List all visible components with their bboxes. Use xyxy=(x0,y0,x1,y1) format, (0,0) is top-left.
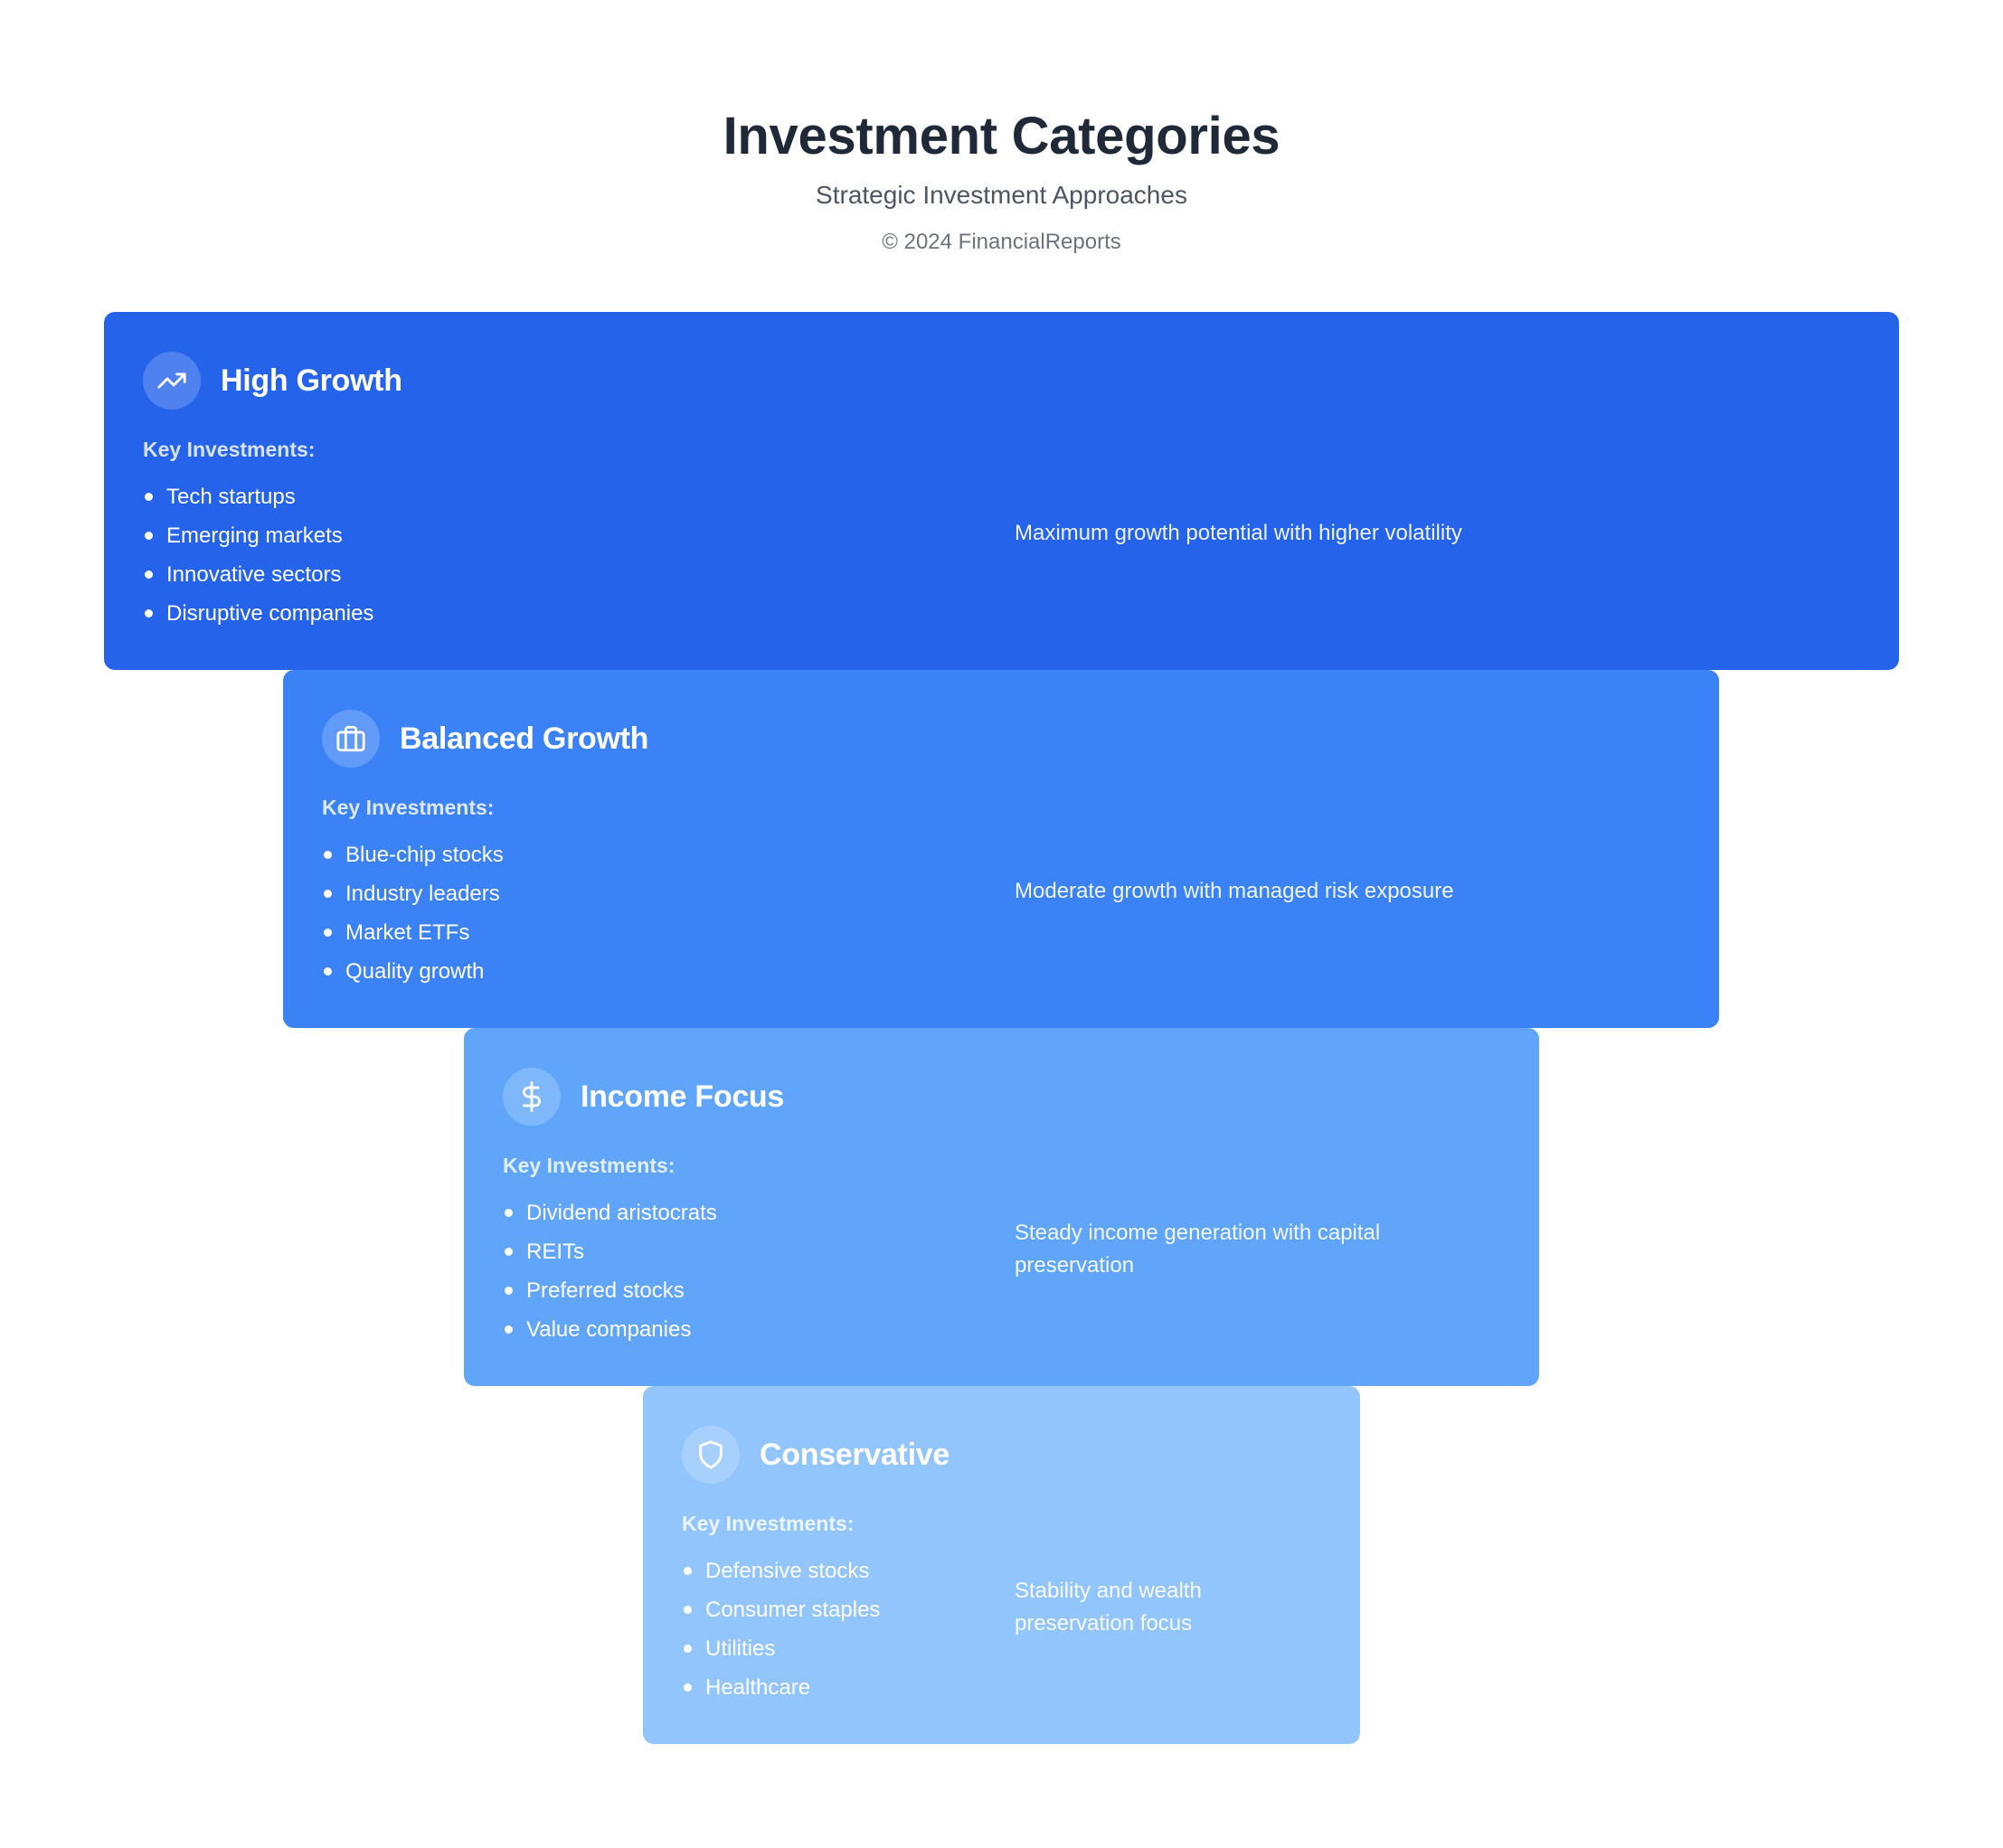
bullet-icon xyxy=(684,1567,692,1575)
briefcase-icon xyxy=(336,725,365,752)
list-item: Blue-chip stocks xyxy=(322,835,504,874)
bullet-icon xyxy=(145,609,153,618)
investments-list: Defensive stocks Consumer staples Utilit… xyxy=(682,1551,880,1707)
list-item: Dividend aristocrats xyxy=(503,1193,717,1232)
bullet-icon xyxy=(505,1325,513,1334)
bullet-icon xyxy=(145,570,153,579)
list-item: Defensive stocks xyxy=(682,1551,880,1590)
icon-badge xyxy=(682,1426,740,1484)
list-item: Innovative sectors xyxy=(143,555,373,594)
category-card-conservative: Conservative Key Investments: Defensive … xyxy=(643,1386,1360,1744)
list-item: Consumer staples xyxy=(682,1590,880,1629)
list-item: Value companies xyxy=(503,1310,717,1349)
list-item: Tech startups xyxy=(143,477,373,516)
key-investments-label: Key Investments: xyxy=(682,1512,855,1535)
list-item: Disruptive companies xyxy=(143,594,373,633)
bullet-icon xyxy=(145,532,153,540)
icon-badge xyxy=(322,710,380,768)
card-header: High Growth xyxy=(143,352,402,410)
list-item: REITs xyxy=(503,1232,717,1271)
bullet-icon xyxy=(324,890,332,898)
list-item: Industry leaders xyxy=(322,874,504,913)
category-card-high-growth: High Growth Key Investments: Tech startu… xyxy=(104,312,1899,670)
list-item: Market ETFs xyxy=(322,913,504,952)
bullet-icon xyxy=(324,967,332,976)
page-title: Investment Categories xyxy=(723,107,1280,165)
list-item: Healthcare xyxy=(682,1668,880,1707)
bullet-icon xyxy=(145,493,153,501)
category-card-income-focus: Income Focus Key Investments: Dividend a… xyxy=(464,1028,1539,1386)
card-header: Conservative xyxy=(682,1426,950,1484)
trending-up-icon xyxy=(157,372,186,389)
bullet-icon xyxy=(324,851,332,859)
bullet-icon xyxy=(505,1248,513,1256)
key-investments-label: Key Investments: xyxy=(503,1154,676,1177)
card-header: Balanced Growth xyxy=(322,710,648,768)
icon-badge xyxy=(143,352,201,410)
investments-list: Tech startups Emerging markets Innovativ… xyxy=(143,477,373,633)
list-item: Quality growth xyxy=(322,952,504,991)
key-investments-label: Key Investments: xyxy=(322,796,495,819)
investments-list: Dividend aristocrats REITs Preferred sto… xyxy=(503,1193,717,1349)
dollar-sign-icon xyxy=(523,1081,541,1112)
card-title: High Growth xyxy=(221,363,402,398)
card-title: Balanced Growth xyxy=(400,721,649,756)
bullet-icon xyxy=(505,1287,513,1295)
icon-badge xyxy=(503,1068,561,1126)
copyright-notice: © 2024 FinancialReports xyxy=(882,230,1121,254)
list-item: Preferred stocks xyxy=(503,1271,717,1310)
card-description: Stability and wealth preservation focus xyxy=(1015,1579,1202,1636)
card-header: Income Focus xyxy=(503,1068,784,1126)
card-title: Conservative xyxy=(760,1438,950,1472)
investments-list: Blue-chip stocks Industry leaders Market… xyxy=(322,835,504,991)
list-item: Utilities xyxy=(682,1629,880,1668)
card-description: Steady income generation with capital pr… xyxy=(1015,1221,1381,1278)
page-subtitle: Strategic Investment Approaches xyxy=(816,181,1187,209)
bullet-icon xyxy=(684,1606,692,1614)
bullet-icon xyxy=(684,1683,692,1692)
list-item: Emerging markets xyxy=(143,516,373,555)
key-investments-label: Key Investments: xyxy=(143,438,316,461)
card-title: Income Focus xyxy=(581,1080,785,1114)
bullet-icon xyxy=(324,929,332,937)
card-description: Maximum growth potential with higher vol… xyxy=(1015,521,1462,545)
card-description: Moderate growth with managed risk exposu… xyxy=(1015,879,1454,903)
category-card-balanced-growth: Balanced Growth Key Investments: Blue-ch… xyxy=(283,670,1719,1028)
bullet-icon xyxy=(505,1209,513,1217)
shield-icon xyxy=(699,1440,723,1469)
bullet-icon xyxy=(684,1645,692,1653)
